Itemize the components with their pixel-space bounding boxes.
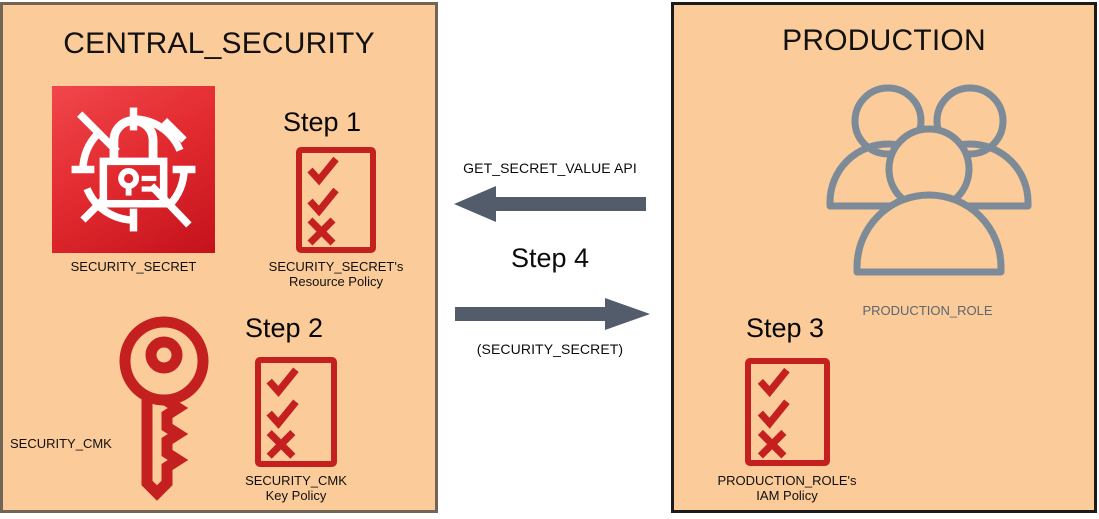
step-3-label: Step 3	[746, 313, 825, 343]
arrow-right-glyph	[455, 298, 650, 330]
response-arrow-label: (SECURITY_SECRET)	[476, 341, 624, 357]
check-icon	[307, 187, 339, 217]
secret-resource-policy-card	[296, 147, 376, 253]
role-iam-policy-card	[745, 358, 830, 466]
secrets-manager-icon	[52, 86, 215, 253]
secrets-manager-caption: SECURITY_SECRET	[70, 259, 197, 274]
check-icon	[266, 367, 299, 397]
cross-icon	[266, 430, 296, 459]
policy-marks-glyph	[757, 367, 790, 459]
panel-title-central-security: CENTRAL_SECURITY	[63, 27, 375, 60]
iam-role-caption: PRODUCTION_ROLE	[862, 303, 993, 318]
cmk-key-policy-caption-line1: SECURITY_CMK	[245, 473, 347, 488]
check-icon	[757, 367, 790, 398]
arrow-left-icon	[452, 185, 646, 223]
secret-resource-policy-caption-line1: SECURITY_SECRET's	[268, 259, 404, 274]
step-1-label: Step 1	[283, 107, 362, 137]
role-iam-policy-caption-line2: IAM Policy	[756, 488, 818, 503]
cross-icon	[757, 429, 787, 459]
panel-title-production: PRODUCTION	[782, 24, 986, 57]
secret-lock-target-glyph	[71, 107, 196, 232]
kms-key-caption: SECURITY_CMK	[10, 436, 112, 451]
cross-icon	[307, 217, 336, 246]
iam-role-users-icon	[820, 80, 1035, 295]
cmk-key-policy-caption-line2: Key Policy	[265, 488, 327, 503]
arrow-right-icon	[455, 297, 652, 331]
request-arrow-label: GET_SECRET_VALUE API	[463, 160, 637, 176]
users-group-glyph	[826, 84, 1032, 276]
key-glyph	[119, 316, 209, 501]
role-iam-policy-caption-line1: PRODUCTION_ROLE's	[717, 473, 857, 488]
cmk-key-policy-card	[255, 357, 337, 467]
step-2-label: Step 2	[245, 313, 324, 343]
arrow-left-glyph	[454, 186, 646, 222]
check-icon	[307, 156, 339, 186]
policy-marks-glyph	[307, 156, 339, 246]
policy-marks-glyph	[266, 367, 299, 459]
kms-key-icon	[110, 315, 220, 501]
secret-resource-policy-caption-line2: Resource Policy	[289, 274, 383, 289]
step-4-label: Step 4	[510, 243, 590, 273]
check-icon	[757, 399, 790, 429]
check-icon	[266, 399, 299, 429]
